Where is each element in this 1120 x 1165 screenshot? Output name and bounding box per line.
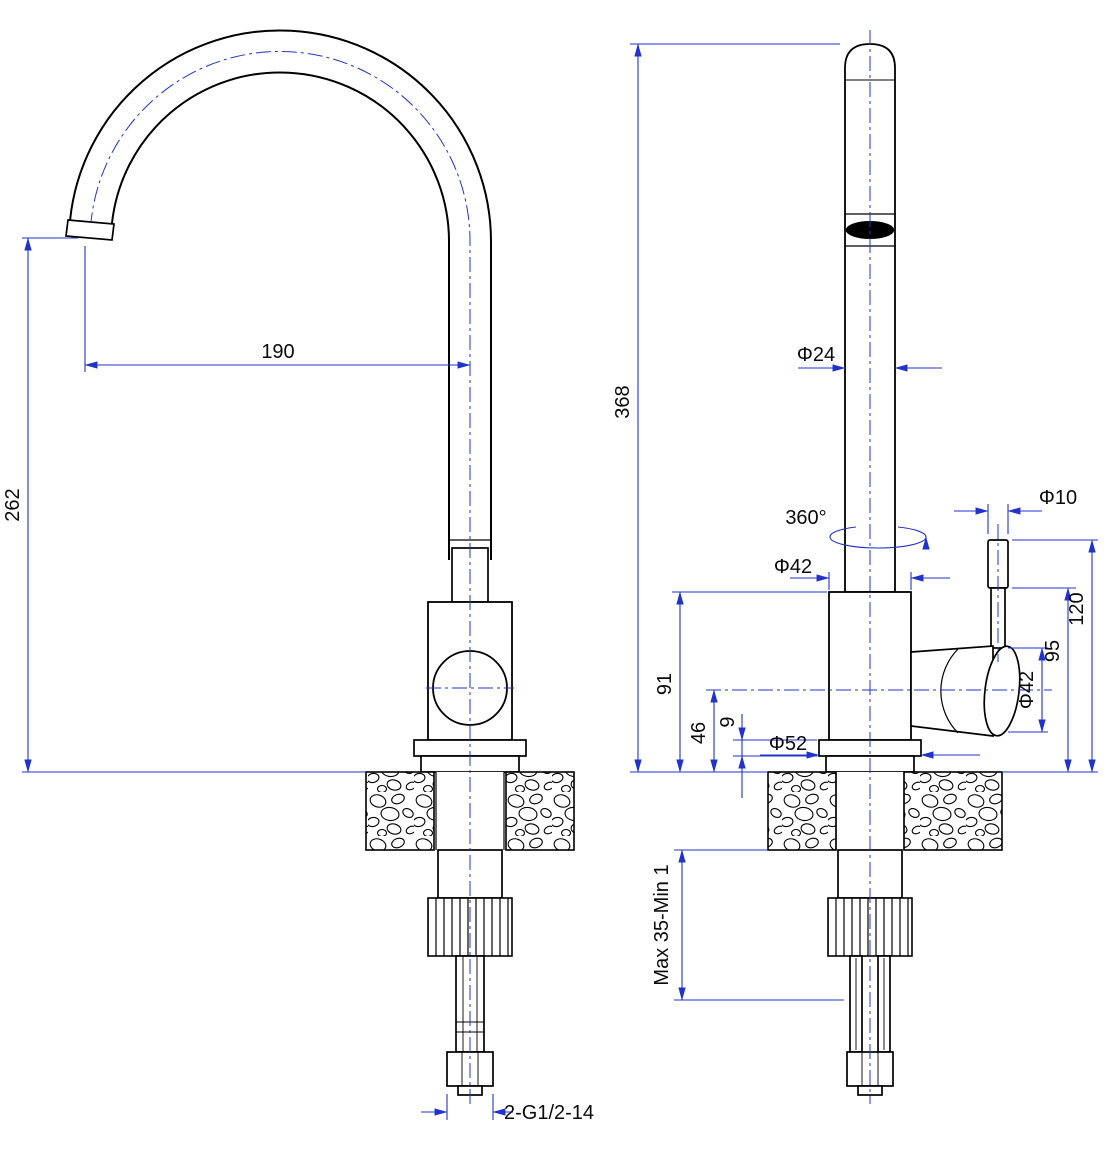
dim-spout-reach: 190 [261, 341, 294, 363]
spout-tip [65, 219, 115, 241]
rotation-arc-top-left [829, 526, 857, 538]
countertop-right-block [903, 771, 1003, 851]
dim-mounting-thickness: Max 35-Min 1 [651, 864, 673, 985]
dim-thread-size: 2-G1/2-14 [504, 1102, 594, 1124]
countertop-left-block [767, 771, 837, 851]
dim-body-diameter: Φ42 [774, 556, 812, 578]
rotation-arc-top-right [897, 526, 927, 538]
dim-handle-top-height: 120 [1066, 592, 1088, 625]
dim-swivel-angle: 360° [785, 507, 826, 529]
side-centerline [90, 51, 471, 1104]
dim-handle-mid-height: 95 [1042, 640, 1064, 662]
handle-joint-seam [940, 648, 959, 734]
front-view: 368 Φ24 360° Φ10 Φ42 91 46 9 [612, 30, 1098, 1104]
dim-total-height: 368 [612, 385, 634, 418]
dim-handle-pivot-height: 46 [688, 722, 710, 744]
handle-cone [910, 645, 994, 737]
dim-base-diameter: Φ52 [769, 733, 807, 755]
countertop-right-block [505, 771, 575, 851]
dim-spout-height: 262 [2, 488, 24, 521]
dim-spout-pipe-diameter: Φ24 [797, 344, 835, 366]
dim-handle-rod-diameter: Φ10 [1039, 487, 1077, 509]
rotation-arc-bottom [829, 536, 930, 550]
countertop-left-block [365, 771, 435, 851]
handle-cap [983, 645, 1021, 737]
dim-handle-cap-diameter: Φ42 [1016, 671, 1038, 709]
aerator-band [845, 221, 895, 239]
spout-tube-interior [71, 31, 491, 560]
dim-body-height: 91 [654, 673, 676, 695]
dim-base-flange-height: 9 [717, 716, 739, 727]
side-view: 190 262 2-G1/2-14 [2, 29, 594, 1124]
